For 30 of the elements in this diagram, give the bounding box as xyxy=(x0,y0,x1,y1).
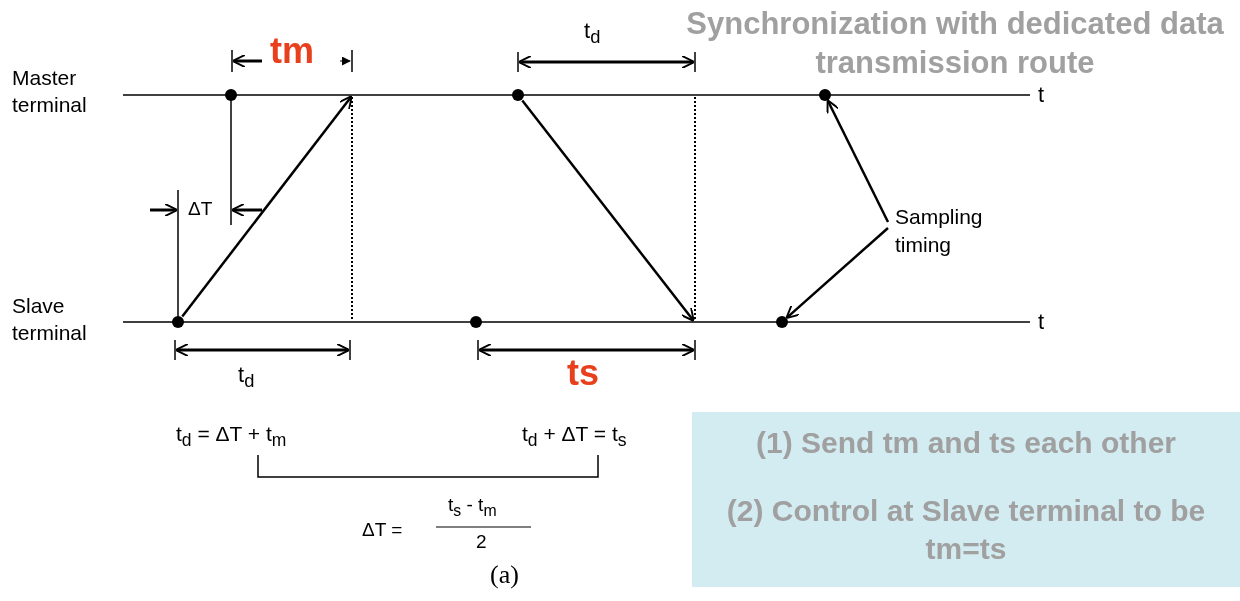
annotation-text: Sampling timing xyxy=(895,203,1015,259)
leader-line xyxy=(785,227,889,320)
timing-dot xyxy=(172,316,184,328)
axis-label: t xyxy=(1038,309,1045,335)
equation: t$_{d}$ + ΔT = t$_{s}$ xyxy=(522,422,627,452)
equation: t$_{d}$ = ΔT + t$_{m}$ xyxy=(176,422,287,452)
dimension-label: t$_{d}$ xyxy=(238,362,255,393)
note-text: (2) Control at Slave terminal to be tm=ts xyxy=(725,493,1207,567)
timing-dot xyxy=(512,89,524,101)
arrow xyxy=(181,95,353,318)
leader-line xyxy=(826,99,890,223)
dimension-label: ΔT xyxy=(188,198,213,220)
timing-dot xyxy=(225,89,237,101)
title: Synchronization with dedicated data transmission route xyxy=(685,5,1225,82)
dimension-label: tm xyxy=(270,30,314,72)
equation: 2 xyxy=(476,531,487,553)
dimension-label: ts xyxy=(567,352,599,394)
caption: (a) xyxy=(490,560,519,590)
timing-dot xyxy=(776,316,788,328)
arrow xyxy=(521,99,695,322)
dimension-label: t$_{d}$ xyxy=(584,18,601,49)
axis-label: t xyxy=(1038,82,1045,108)
timing-dot xyxy=(819,89,831,101)
note-text: (1) Send tm and ts each other xyxy=(754,425,1178,461)
terminal-label: Master terminal xyxy=(12,65,88,118)
equation: t$_{s}$ - t$_{m}$ xyxy=(448,494,497,520)
terminal-label: Slave terminal xyxy=(12,293,88,346)
timing-dot xyxy=(470,316,482,328)
note-panel xyxy=(692,412,1240,587)
equation: ΔT = xyxy=(362,519,403,541)
